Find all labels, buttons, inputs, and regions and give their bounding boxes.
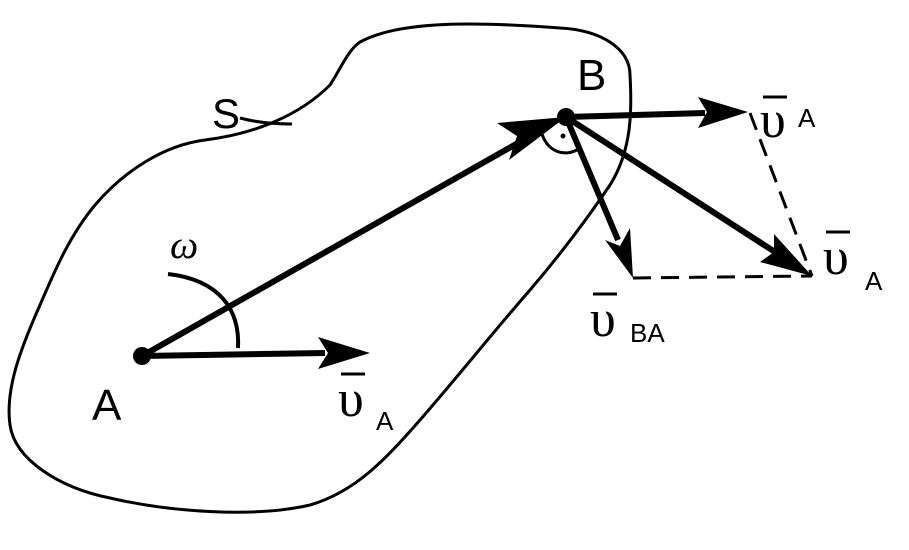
body-label-leader — [239, 116, 293, 126]
parallelogram-dash-bottom — [632, 274, 813, 280]
vector-subscript: A — [376, 406, 394, 436]
vector-symbol: υ — [823, 229, 849, 286]
vector-va-at-a-head — [318, 337, 370, 369]
body-label: S — [212, 90, 240, 137]
vector-vba — [563, 115, 621, 242]
label-va-at-b: υ A — [760, 92, 816, 149]
vector-subscript: A — [865, 266, 883, 296]
point-b-label: B — [577, 51, 606, 100]
omega-label: ω — [170, 222, 198, 267]
position-vector-ab — [140, 140, 520, 359]
angular-velocity-arc — [167, 272, 241, 349]
vector-subscript: A — [798, 103, 816, 133]
vector-symbol: υ — [590, 291, 616, 348]
vector-va-at-b — [565, 110, 706, 120]
parallelogram-dash-right — [748, 112, 814, 277]
label-vba: υ BA — [590, 291, 665, 348]
point-a — [133, 347, 151, 365]
body-outline — [7, 22, 633, 514]
vector-symbol: υ — [760, 92, 786, 149]
right-angle-dot — [560, 133, 566, 139]
vector-vba-head — [605, 228, 633, 278]
vector-subscript: BA — [630, 318, 665, 348]
vector-vb-resultant — [564, 114, 777, 255]
vector-symbol: υ — [338, 371, 364, 428]
vector-va-at-a — [141, 350, 326, 359]
vector-va-at-b-head — [698, 97, 748, 128]
label-va-at-a: υ A — [338, 371, 394, 436]
right-angle-marker — [539, 130, 581, 155]
point-a-label: A — [92, 381, 122, 430]
vector-vb-resultant-head — [760, 234, 812, 276]
point-b — [557, 108, 575, 126]
label-vb-resultant: υ A — [823, 229, 883, 296]
position-vector-ab-head — [497, 117, 566, 160]
